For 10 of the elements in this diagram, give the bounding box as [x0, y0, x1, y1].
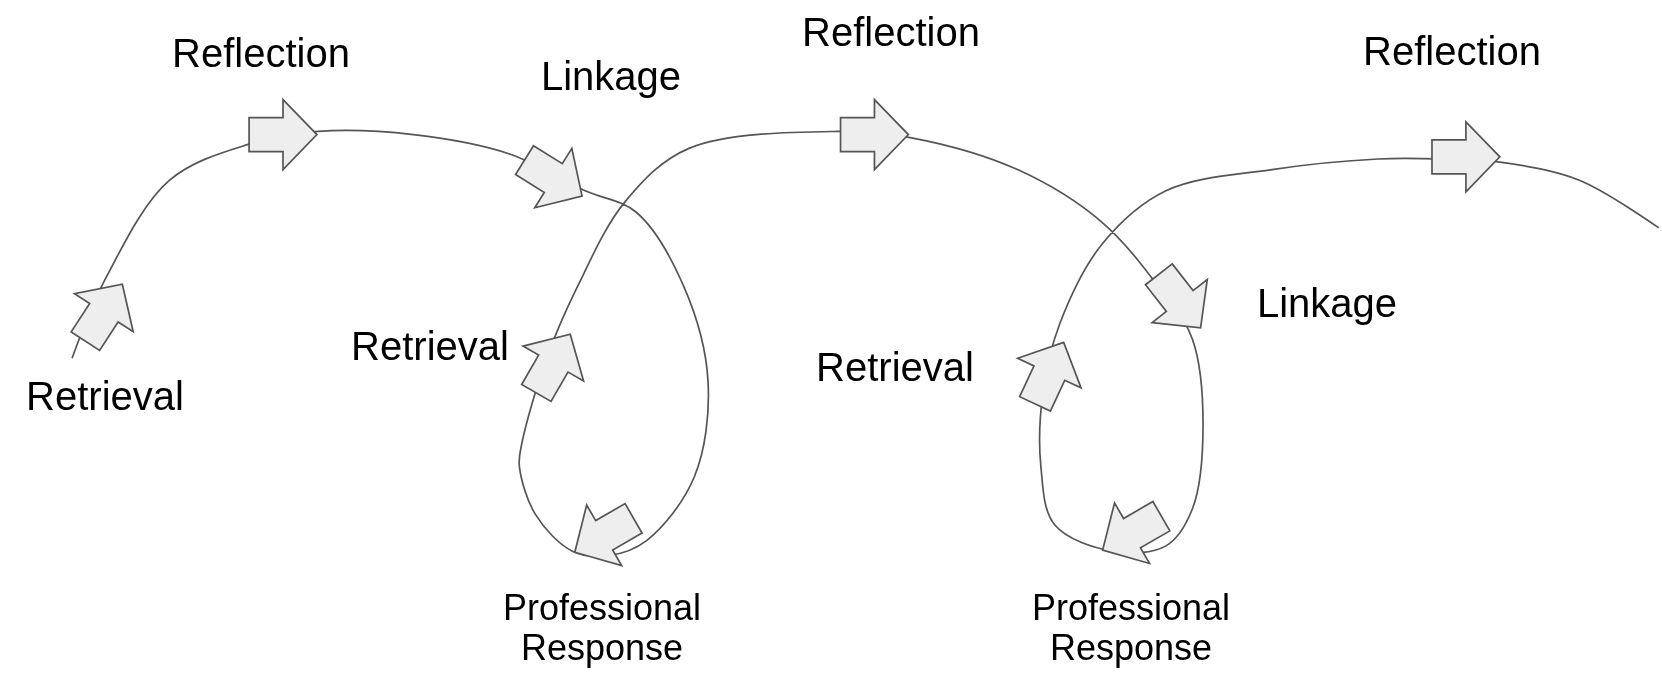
- stage-label: Retrieval: [26, 373, 184, 419]
- stage-label: Retrieval: [816, 344, 974, 390]
- stage-label: Linkage: [540, 53, 682, 99]
- stage-label: Professional Response: [1030, 587, 1232, 669]
- stage-label: Retrieval: [351, 323, 509, 369]
- stage-label: Reflection: [802, 9, 980, 55]
- stage-label: Reflection: [172, 30, 350, 76]
- stage-label: Linkage: [1256, 280, 1398, 326]
- stage-label: Professional Response: [501, 587, 703, 669]
- stage-label: Reflection: [1363, 28, 1541, 74]
